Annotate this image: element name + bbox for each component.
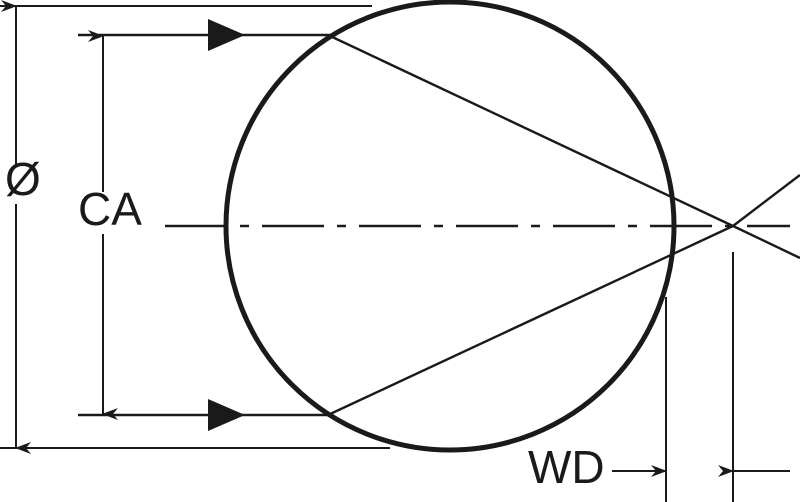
upper-diverging-ray (732, 224, 800, 260)
lower-ray-arrowhead (208, 399, 245, 431)
lower-diverging-ray (732, 174, 800, 227)
upper-converging-ray (327, 33, 734, 228)
clear-aperture-label: CA (78, 183, 142, 235)
working-distance-label: WD (528, 441, 605, 493)
upper-ray-arrowhead (208, 19, 245, 51)
diameter-label: Ø (5, 153, 41, 205)
lower-converging-ray (327, 224, 734, 417)
